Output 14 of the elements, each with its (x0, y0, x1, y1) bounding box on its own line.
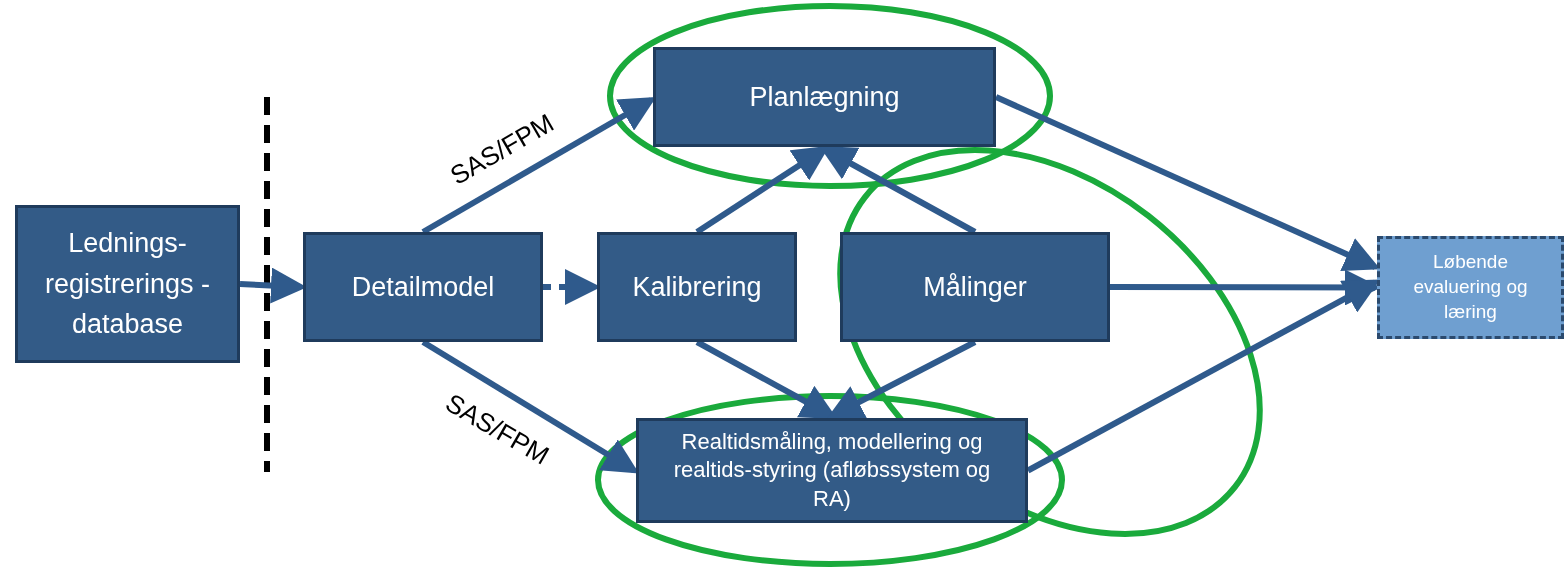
process-box (15, 205, 240, 363)
box-label: Detailmodel (351, 270, 495, 304)
process-box (653, 47, 996, 147)
process-box (597, 232, 797, 342)
process-box (303, 232, 543, 342)
box-label: Planlægning (749, 80, 900, 114)
box-label: Kalibrering (632, 270, 762, 304)
box-label: Løbende evaluering og læring (1412, 250, 1529, 324)
box-label: Realtidsmåling, modellering og realtids-styring (afløbssystem og RA) (672, 427, 992, 513)
box-label: Lednings- registrerings -database (43, 227, 211, 342)
process-box (1377, 236, 1564, 339)
process-box (840, 232, 1110, 342)
box-label: Målinger (923, 270, 1027, 304)
process-box (636, 418, 1028, 523)
